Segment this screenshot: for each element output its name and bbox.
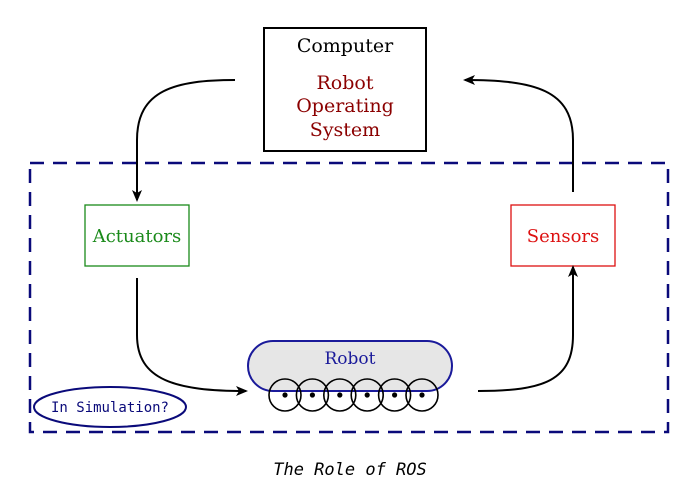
robot-body (247, 340, 453, 392)
ros-line-1: Robot (317, 72, 374, 94)
arrow-sensors-to-computer (463, 75, 574, 192)
robot-wheel (295, 378, 330, 412)
ros-line-2: Operating (296, 95, 394, 117)
arrow-robot-to-sensors (477, 265, 578, 392)
robot-wheel (350, 378, 385, 412)
robot-wheel-axle (309, 392, 315, 398)
robot-wheel (322, 378, 357, 412)
arrow-actuators-to-robot (136, 278, 248, 396)
actuators-box: Actuators (84, 204, 190, 267)
robot: Robot (247, 340, 453, 412)
sensors-box: Sensors (510, 204, 616, 267)
robot-wheel-axle (337, 392, 343, 398)
computer-box: Computer Robot Operating System (263, 27, 427, 152)
robot-wheel (377, 378, 412, 412)
actuators-label: Actuators (92, 226, 182, 247)
simulation-label: In Simulation? (51, 400, 169, 416)
robot-wheel-axle (364, 392, 370, 398)
robot-wheels (268, 378, 439, 412)
robot-wheel-axle (392, 392, 398, 398)
arrow-computer-to-actuators (132, 79, 236, 202)
robot-label: Robot (325, 349, 376, 369)
simulation-region-border (28, 161, 670, 434)
diagram-caption: The Role of ROS (273, 460, 427, 480)
simulation-badge: In Simulation? (33, 386, 187, 428)
robot-wheel-axle (419, 392, 425, 398)
robot-wheel (268, 378, 302, 412)
robot-wheel (405, 378, 439, 412)
robot-wheel-axle (282, 392, 288, 398)
computer-title: Computer (297, 35, 394, 57)
ros-line-3: System (310, 119, 380, 141)
sensors-label: Sensors (527, 226, 600, 247)
